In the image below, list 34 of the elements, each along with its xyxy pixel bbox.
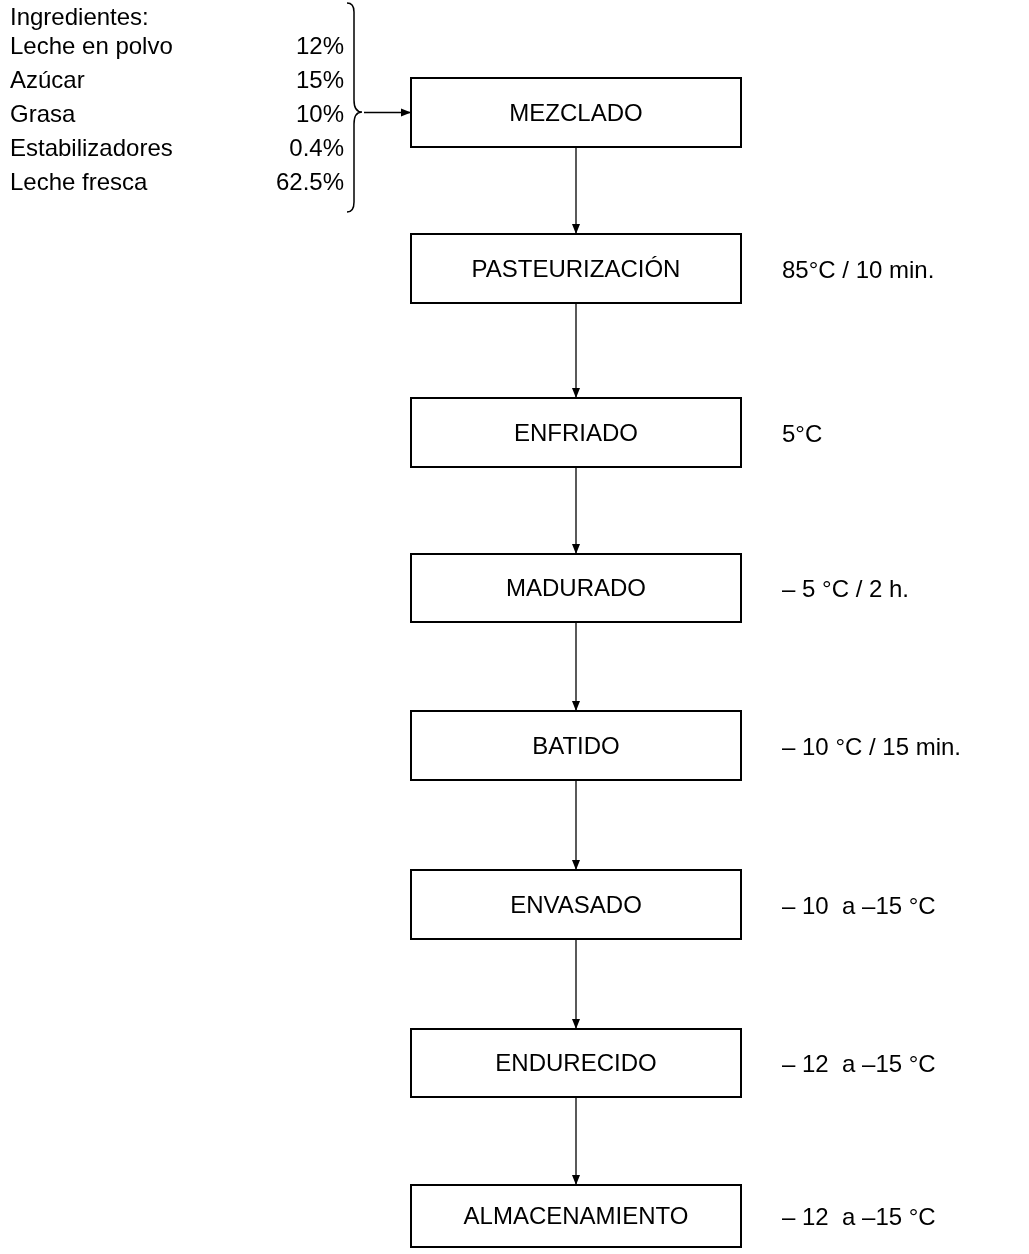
arrow — [572, 147, 580, 234]
arrow — [572, 622, 580, 711]
condition-label: – 12 a –15 °C — [782, 1049, 936, 1078]
percentage: 12% — [295, 31, 344, 60]
ingredient-name: Leche fresca — [10, 167, 148, 196]
ingredient-name: Azúcar — [10, 65, 85, 94]
process-box: BATIDO — [410, 710, 742, 781]
process-box: ENFRIADO — [410, 397, 742, 468]
process-box: MEZCLADO — [410, 77, 742, 148]
condition-label: – 10 a –15 °C — [782, 890, 936, 920]
percentage: 10% — [295, 99, 344, 128]
process-box: PASTEURIZACIÓN — [410, 233, 742, 304]
condition-label: – 12 a –15 °C — [782, 1202, 936, 1231]
arrow — [572, 939, 580, 1029]
ingredient-name: Leche en polvo — [10, 31, 173, 60]
process-box: ALMACENAMIENTO — [410, 1184, 742, 1248]
percentage: 62.5% — [275, 167, 344, 196]
ingredient-name: Estabilizadores — [10, 133, 173, 162]
process-box: ENVASADO — [410, 869, 742, 940]
ingredient-name: Grasa — [10, 99, 76, 128]
condition-label: – 5 °C / 2 h. — [782, 574, 909, 603]
arrow — [572, 303, 580, 398]
percentage: 15% — [295, 65, 344, 94]
arrow — [572, 780, 580, 870]
list-heading: Ingredientes: — [10, 2, 149, 31]
process-box: ENDURECIDO — [410, 1028, 742, 1098]
arrow — [572, 1097, 580, 1185]
condition-label: 85°C / 10 min. — [782, 254, 935, 284]
percentage: 0.4% — [289, 133, 344, 162]
condition-label: 5°C — [782, 418, 823, 448]
arrow — [572, 467, 580, 554]
condition-label: – 10 °C / 15 min. — [782, 731, 961, 761]
arrow — [363, 108, 411, 117]
process-box: MADURADO — [410, 553, 742, 623]
